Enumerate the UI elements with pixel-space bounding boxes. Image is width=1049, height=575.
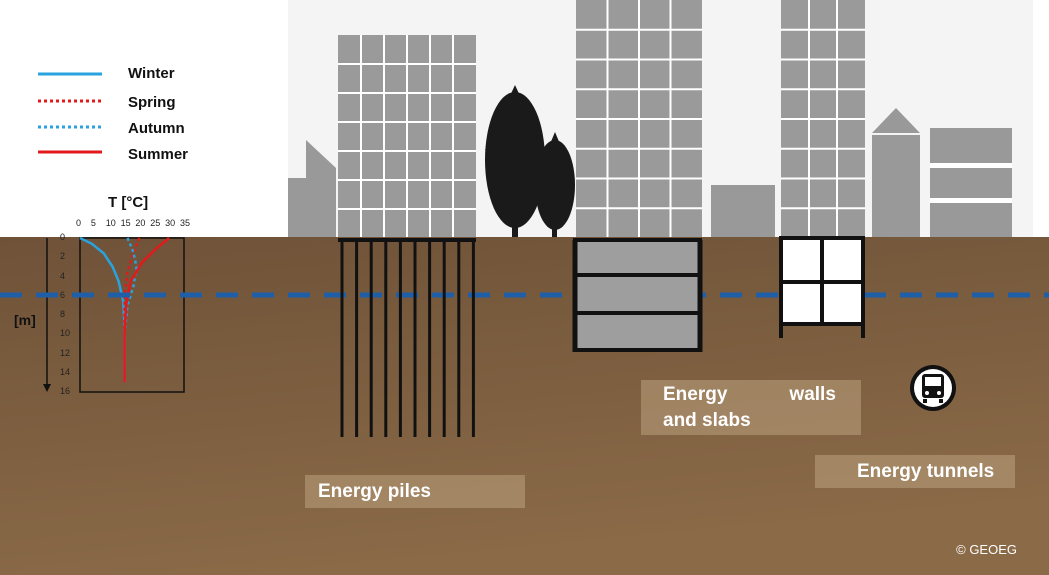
y-tick-label: 8 xyxy=(60,309,66,319)
legend-swatches xyxy=(38,72,102,154)
low-building xyxy=(711,185,775,238)
right-buildings xyxy=(872,108,1012,238)
energy-walls-label: Energy walls and slabs xyxy=(641,380,861,435)
energy-walls-basement xyxy=(572,238,703,352)
energy-walls-word-walls: walls xyxy=(789,384,836,405)
profile-chart-frame xyxy=(79,237,185,393)
temperature-axis-title: T [°C] xyxy=(108,194,149,211)
profile-autumn xyxy=(123,237,138,383)
x-tick-label: 10 xyxy=(105,218,116,228)
y-tick-label: 2 xyxy=(60,251,66,262)
y-tick-label: 14 xyxy=(60,366,71,377)
y-tick-label: 0 xyxy=(60,232,66,242)
office-building-piles xyxy=(338,35,476,238)
tram-icon xyxy=(910,365,956,411)
energy-walls-word-energy: Energy xyxy=(663,384,728,405)
legend-winter-label: Winter xyxy=(128,65,175,82)
y-tick-label: 10 xyxy=(60,328,71,339)
legend-autumn-label: Autumn xyxy=(128,120,185,137)
copyright-notice: © GEOEG xyxy=(956,542,1017,557)
tall-building-walls xyxy=(576,0,702,238)
x-tick-label: 25 xyxy=(150,218,161,228)
legend-spring-label: Spring xyxy=(128,94,176,111)
tower-basement-frame xyxy=(779,236,865,338)
energy-piles xyxy=(338,238,476,437)
legend-summer-label: Summer xyxy=(128,146,189,163)
y-tick-label: 6 xyxy=(60,289,66,300)
x-tick-label: 15 xyxy=(120,218,131,228)
y-tick-label: 12 xyxy=(60,347,71,358)
x-tick-label: 30 xyxy=(165,218,176,228)
x-tick-label: 35 xyxy=(180,218,191,228)
x-tick-label: 5 xyxy=(90,218,96,228)
y-tick-label: 16 xyxy=(60,386,71,396)
x-tick-label: 20 xyxy=(135,218,146,228)
tower-building xyxy=(781,0,865,238)
y-tick-label: 4 xyxy=(60,270,66,281)
small-building-left xyxy=(288,140,336,238)
energy-walls-line2: and slabs xyxy=(663,410,751,431)
trees xyxy=(485,85,575,238)
x-tick-label: 0 xyxy=(76,218,82,228)
energy-piles-label: Energy piles xyxy=(305,475,525,508)
energy-tunnels-label: Energy tunnels xyxy=(815,455,1015,488)
depth-axis-title: [m] xyxy=(14,312,36,328)
